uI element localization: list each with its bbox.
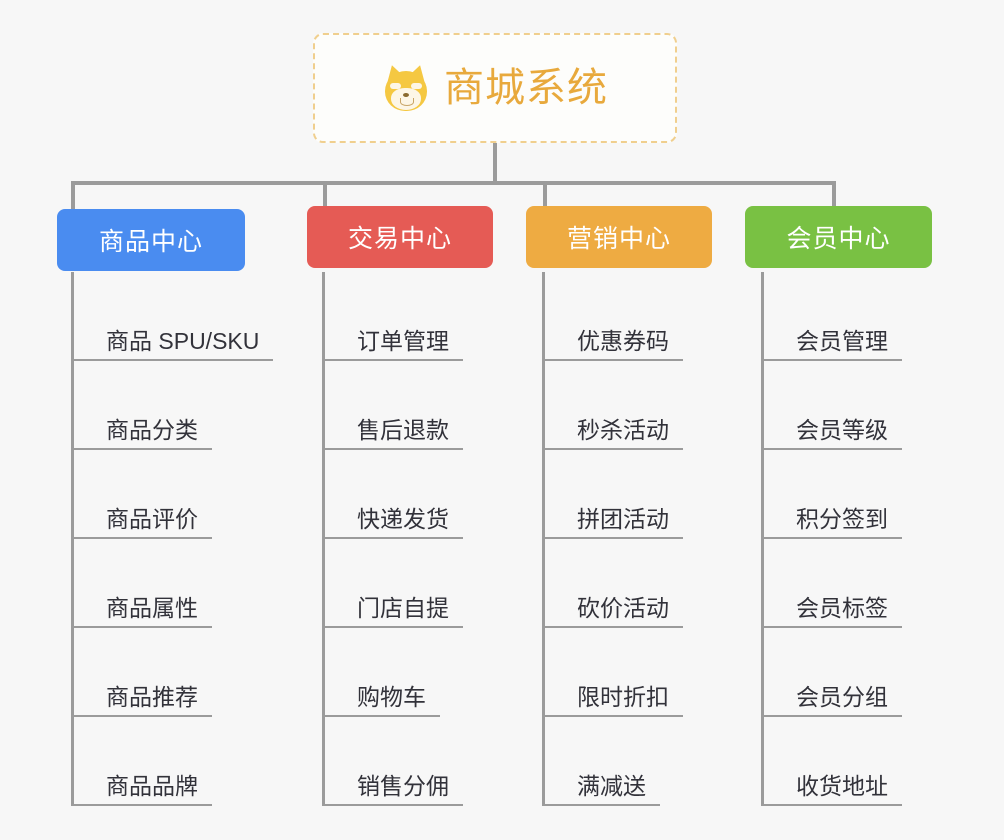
leaf-item[interactable]: 会员分组 xyxy=(764,628,902,717)
leaf-item[interactable]: 收货地址 xyxy=(764,717,902,806)
leaf-item-label: 收货地址 xyxy=(764,773,902,806)
leaf-item-label: 会员分组 xyxy=(764,684,902,717)
leaf-item-label: 商品推荐 xyxy=(74,684,212,717)
leaf-item-label: 积分签到 xyxy=(764,506,902,539)
category-box-1[interactable]: 商品中心 xyxy=(57,209,245,271)
leaf-item-label: 门店自提 xyxy=(325,595,463,628)
leaf-item[interactable]: 销售分佣 xyxy=(325,717,463,806)
category-label: 交易中心 xyxy=(347,225,452,253)
leaf-item[interactable]: 购物车 xyxy=(325,628,440,717)
leaf-spine xyxy=(761,272,764,806)
leaf-item[interactable]: 限时折扣 xyxy=(545,628,683,717)
leaf-item-label: 满减送 xyxy=(545,773,660,806)
category-label: 会员中心 xyxy=(786,225,891,253)
leaf-item[interactable]: 商品推荐 xyxy=(74,628,212,717)
leaf-item-label: 拼团活动 xyxy=(545,506,683,539)
branch-stub-3 xyxy=(543,181,547,209)
leaf-spine xyxy=(71,272,74,806)
leaf-item-label: 限时折扣 xyxy=(545,684,683,717)
leaf-item-label: 销售分佣 xyxy=(325,773,463,806)
leaf-item[interactable]: 订单管理 xyxy=(325,272,463,361)
leaf-item-label: 会员管理 xyxy=(764,328,902,361)
leaf-item-label: 会员等级 xyxy=(764,417,902,450)
leaf-item-label: 订单管理 xyxy=(325,328,463,361)
category-label: 商品中心 xyxy=(98,228,203,256)
leaf-item-label: 快递发货 xyxy=(325,506,463,539)
leaf-item[interactable]: 商品品牌 xyxy=(74,717,212,806)
leaf-item[interactable]: 会员管理 xyxy=(764,272,902,361)
leaf-item-label: 优惠券码 xyxy=(545,328,683,361)
leaf-item[interactable]: 优惠券码 xyxy=(545,272,683,361)
leaf-item[interactable]: 会员标签 xyxy=(764,539,902,628)
leaf-item-label: 售后退款 xyxy=(325,417,463,450)
leaf-item-label: 商品评价 xyxy=(74,506,212,539)
leaf-item[interactable]: 拼团活动 xyxy=(545,450,683,539)
leaf-item-label: 商品属性 xyxy=(74,595,212,628)
leaf-item-label: 商品 SPU/SKU xyxy=(74,328,274,361)
leaf-item[interactable]: 门店自提 xyxy=(325,539,463,628)
leaf-item-label: 商品品牌 xyxy=(74,773,212,806)
root-node[interactable]: 商城系统 xyxy=(313,33,677,143)
leaf-item[interactable]: 商品属性 xyxy=(74,539,212,628)
leaf-item[interactable]: 满减送 xyxy=(545,717,660,806)
category-box-3[interactable]: 营销中心 xyxy=(526,206,712,268)
branch-stub-1 xyxy=(71,181,75,209)
leaf-item[interactable]: 商品分类 xyxy=(74,361,212,450)
branch-stub-4 xyxy=(832,181,836,209)
leaf-item[interactable]: 积分签到 xyxy=(764,450,902,539)
leaf-item-label: 秒杀活动 xyxy=(545,417,683,450)
leaf-item[interactable]: 商品评价 xyxy=(74,450,212,539)
leaf-item[interactable]: 快递发货 xyxy=(325,450,463,539)
leaf-item[interactable]: 售后退款 xyxy=(325,361,463,450)
leaf-item-label: 商品分类 xyxy=(74,417,212,450)
shiba-dog-face-icon xyxy=(382,62,430,112)
leaf-item-label: 砍价活动 xyxy=(545,595,683,628)
category-box-4[interactable]: 会员中心 xyxy=(745,206,932,268)
leaf-item[interactable]: 秒杀活动 xyxy=(545,361,683,450)
root-title: 商城系统 xyxy=(444,66,608,110)
branch-stub-2 xyxy=(323,181,327,209)
trunk-connector xyxy=(493,143,497,183)
bus-connector xyxy=(71,181,832,185)
category-box-2[interactable]: 交易中心 xyxy=(307,206,493,268)
leaf-spine xyxy=(542,272,545,806)
leaf-item-label: 会员标签 xyxy=(764,595,902,628)
leaf-item-label: 购物车 xyxy=(325,684,440,717)
leaf-item[interactable]: 商品 SPU/SKU xyxy=(74,272,274,361)
leaf-spine xyxy=(322,272,325,806)
category-label: 营销中心 xyxy=(566,225,671,253)
leaf-item[interactable]: 会员等级 xyxy=(764,361,902,450)
leaf-item[interactable]: 砍价活动 xyxy=(545,539,683,628)
